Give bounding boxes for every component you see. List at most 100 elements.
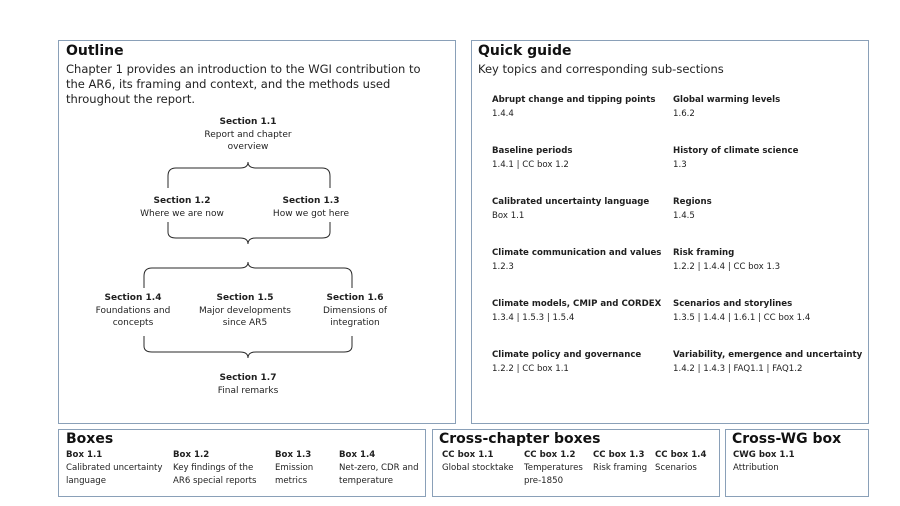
- qg-item: Global warming levels 1.6.2: [673, 93, 780, 121]
- section-id: Section 1.7: [219, 373, 277, 383]
- box-label: Global stocktake: [442, 463, 514, 473]
- section-id: Section 1.1: [219, 117, 277, 127]
- qg-item: Climate policy and governance 1.2.2 | CC …: [492, 348, 641, 376]
- box-label: Risk framing: [593, 463, 648, 473]
- outline-title: Outline: [66, 43, 124, 59]
- box-id: CC box 1.1: [442, 450, 494, 460]
- section-id: Section 1.4: [104, 293, 162, 303]
- qg-topic: Abrupt change and tipping points: [492, 95, 656, 105]
- section-1-1: Section 1.1 Report and chapter overview: [188, 116, 308, 154]
- section-id: Section 1.5: [216, 293, 274, 303]
- box-id: Box 1.4: [339, 450, 376, 460]
- box-id: CC box 1.4: [655, 450, 707, 460]
- section-1-5: Section 1.5 Major developments since AR5: [190, 292, 300, 330]
- box-label: Emission metrics: [275, 463, 314, 486]
- qg-item: Regions 1.4.5: [673, 195, 712, 223]
- cross-chapter-panel: [432, 429, 720, 497]
- qg-refs: 1.4.4: [492, 109, 514, 119]
- bracket-bottom-join: [143, 336, 353, 359]
- qg-topic: Calibrated uncertainty language: [492, 197, 650, 207]
- box-id: CWG box 1.1: [733, 450, 795, 460]
- section-label: How we got here: [272, 208, 350, 219]
- section-label: Final remarks: [217, 385, 279, 396]
- boxes-title: Boxes: [66, 431, 114, 447]
- qg-topic: Climate models, CMIP and CORDEX: [492, 299, 662, 309]
- qg-item: Baseline periods 1.4.1 | CC box 1.2: [492, 144, 572, 172]
- qg-topic: Global warming levels: [673, 95, 781, 105]
- section-label: Major developments since AR5: [199, 305, 291, 329]
- qg-refs: 1.3.5 | 1.4.4 | 1.6.1 | CC box 1.4: [673, 313, 811, 323]
- section-1-2: Section 1.2 Where we are now: [122, 195, 242, 220]
- box-label: Net-zero, CDR and temperature: [339, 463, 419, 486]
- qg-refs: 1.4.2 | 1.4.3 | FAQ1.1 | FAQ1.2: [673, 364, 803, 374]
- qg-refs: 1.4.5: [673, 211, 695, 221]
- qg-item: Climate models, CMIP and CORDEX 1.3.4 | 1…: [492, 297, 661, 325]
- section-id: Section 1.2: [153, 196, 211, 206]
- quick-guide-panel: [471, 40, 869, 424]
- qg-refs: 1.2.2 | CC box 1.1: [492, 364, 569, 374]
- box-id: CC box 1.3: [593, 450, 645, 460]
- section-id: Section 1.6: [326, 293, 384, 303]
- box-label: Calibrated uncertainty language: [66, 463, 163, 486]
- qg-item: Scenarios and storylines 1.3.5 | 1.4.4 | …: [673, 297, 810, 325]
- qg-topic: Risk framing: [673, 248, 735, 258]
- bracket-lower: [143, 261, 353, 288]
- qg-topic: History of climate science: [673, 146, 799, 156]
- qg-refs: Box 1.1: [492, 211, 525, 221]
- section-label: Where we are now: [140, 208, 224, 219]
- qg-topic: Scenarios and storylines: [673, 299, 793, 309]
- quick-guide-title: Quick guide: [478, 43, 572, 59]
- box-id: Box 1.2: [173, 450, 210, 460]
- quick-guide-subtitle: Key topics and corresponding sub-section…: [478, 62, 724, 76]
- qg-refs: 1.3.4 | 1.5.3 | 1.5.4: [492, 313, 575, 323]
- cross-wg-panel: [725, 429, 869, 497]
- section-label: Foundations and concepts: [95, 305, 171, 329]
- qg-item: Variability, emergence and uncertainty 1.…: [673, 348, 862, 376]
- qg-item: Abrupt change and tipping points 1.4.4: [492, 93, 655, 121]
- qg-refs: 1.2.3: [492, 262, 514, 272]
- qg-topic: Variability, emergence and uncertainty: [673, 350, 863, 360]
- qg-item: History of climate science 1.3: [673, 144, 798, 172]
- box-id: Box 1.1: [66, 450, 103, 460]
- qg-item: Risk framing 1.2.2 | 1.4.4 | CC box 1.3: [673, 246, 780, 274]
- qg-topic: Climate communication and values: [492, 248, 662, 258]
- section-1-4: Section 1.4 Foundations and concepts: [84, 292, 182, 330]
- section-1-7: Section 1.7 Final remarks: [188, 372, 308, 397]
- qg-topic: Regions: [673, 197, 712, 207]
- qg-refs: 1.6.2: [673, 109, 695, 119]
- qg-refs: 1.3: [673, 160, 687, 170]
- section-1-3: Section 1.3 How we got here: [251, 195, 371, 220]
- bracket-top: [167, 161, 331, 188]
- section-label: Report and chapter overview: [204, 129, 292, 153]
- box-label: Key findings of the AR6 special reports: [173, 463, 257, 486]
- section-1-6: Section 1.6 Dimensions of integration: [310, 292, 400, 330]
- section-id: Section 1.3: [282, 196, 340, 206]
- qg-topic: Climate policy and governance: [492, 350, 642, 360]
- box-label: Attribution: [733, 463, 779, 473]
- qg-refs: 1.2.2 | 1.4.4 | CC box 1.3: [673, 262, 781, 272]
- cross-wg-title: Cross-WG box: [732, 431, 842, 447]
- boxes-panel: [58, 429, 426, 497]
- bracket-middle-join: [167, 222, 331, 245]
- qg-topic: Baseline periods: [492, 146, 573, 156]
- section-label: Dimensions of integration: [322, 305, 388, 329]
- cross-chapter-title: Cross-chapter boxes: [439, 431, 601, 447]
- box-label: Temperatures pre-1850: [524, 463, 583, 486]
- qg-item: Climate communication and values 1.2.3: [492, 246, 661, 274]
- qg-refs: 1.4.1 | CC box 1.2: [492, 160, 569, 170]
- box-id: Box 1.3: [275, 450, 312, 460]
- outline-description: Chapter 1 provides an introduction to th…: [66, 62, 421, 106]
- box-label: Scenarios: [655, 463, 697, 473]
- box-id: CC box 1.2: [524, 450, 576, 460]
